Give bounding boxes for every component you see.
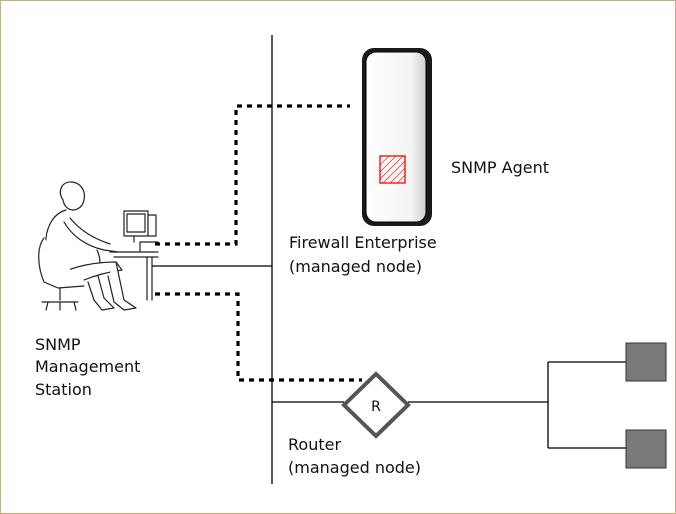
station-label-line1: SNMP [35, 335, 81, 354]
firewall-tower-icon [362, 48, 432, 226]
snmp-agent-label: SNMP Agent [451, 158, 550, 177]
router-symbol: R [371, 399, 381, 415]
router-label-line1: Router [288, 435, 342, 454]
firewall-label-line1: Firewall Enterprise [289, 233, 437, 252]
snmp-agent-module-icon [379, 155, 406, 184]
router-label-line2: (managed node) [288, 458, 421, 477]
firewall-label-line2: (managed node) [289, 257, 422, 276]
snmp-path-to-firewall [155, 104, 350, 246]
host-icon-1 [625, 342, 667, 382]
host-icon-2 [625, 429, 667, 469]
station-label-line2: Management [35, 357, 141, 376]
snmp-path-to-router [155, 292, 362, 382]
person-at-computer-icon [38, 181, 159, 311]
station-label-line3: Station [35, 380, 92, 399]
router-diamond-icon [341, 371, 411, 439]
